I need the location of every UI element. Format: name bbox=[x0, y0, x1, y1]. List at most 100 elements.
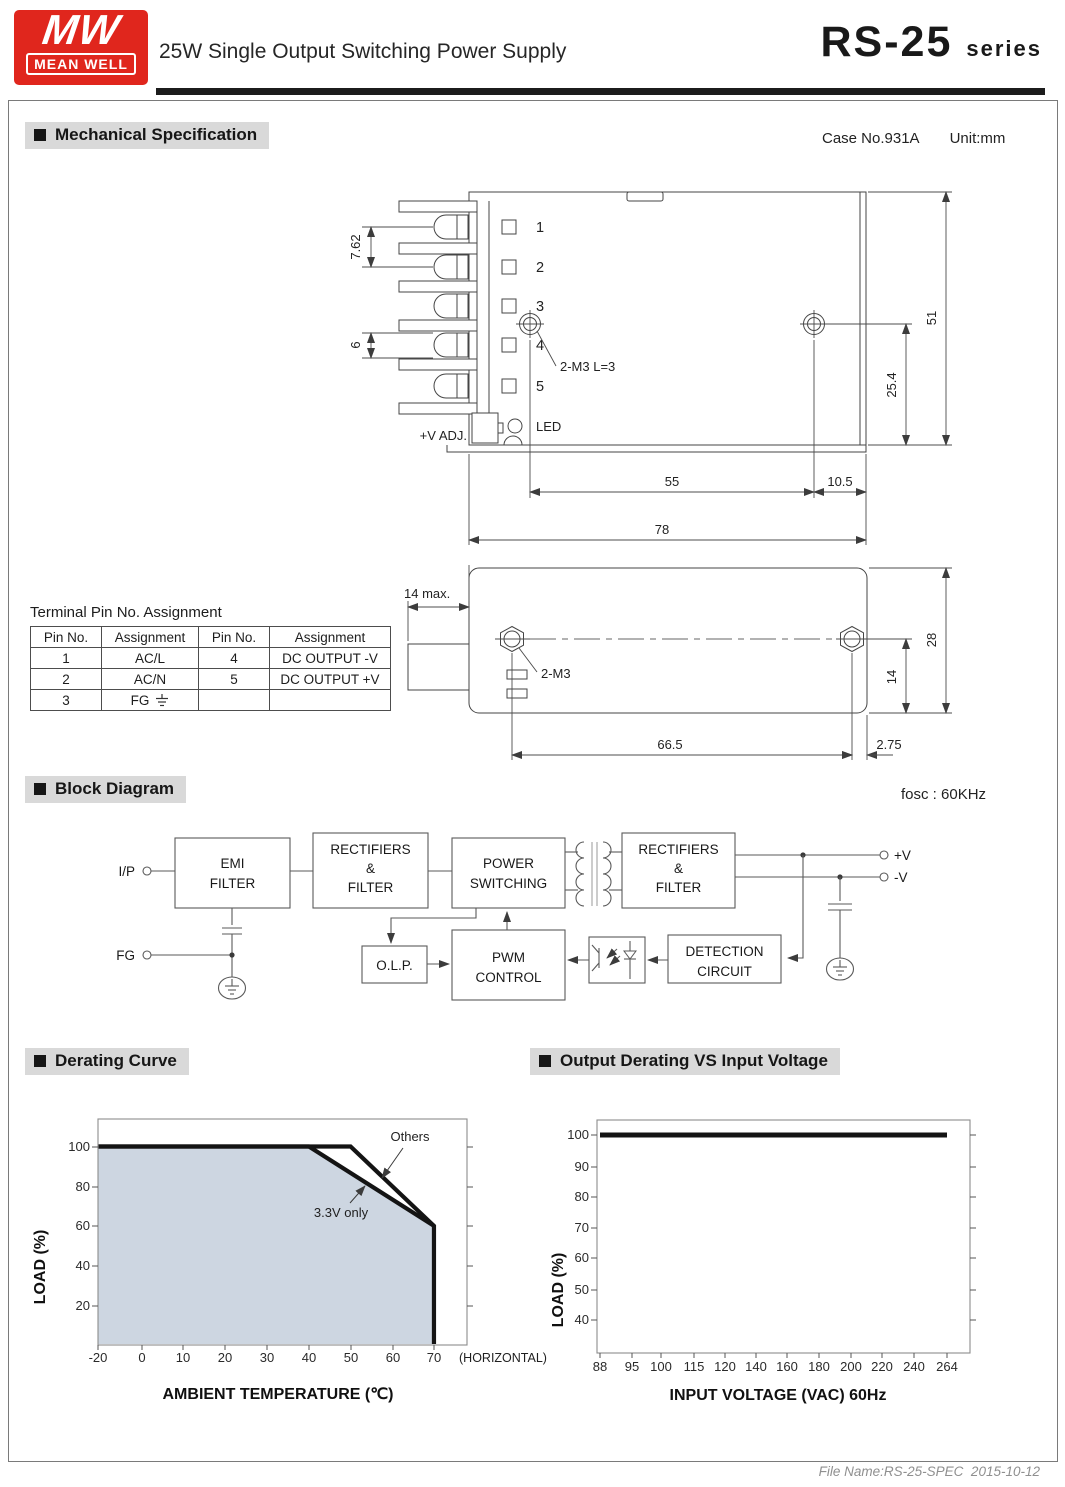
file-name-footer: File Name:RS-25-SPEC 2015-10-12 bbox=[818, 1464, 1040, 1479]
section-title: Derating Curve bbox=[55, 1051, 177, 1070]
table-row: 3 FG bbox=[30, 689, 391, 711]
derating-chart-lines bbox=[98, 1144, 437, 1344]
top-view-drawing: 1 2 3 4 5 2-M3 L=3 +V ADJ. LED bbox=[348, 191, 952, 545]
x-tick-label: 95 bbox=[625, 1359, 639, 1374]
side-view-drawing: 2-M3 14 max. 28 14 66.5 2.75 bbox=[404, 565, 952, 760]
dim-pin-pitch: 7.62 bbox=[348, 234, 363, 259]
section-mechanical-specification: Mechanical Specification bbox=[25, 122, 270, 149]
terminal-assignment: Terminal Pin No. Assignment Pin No. Assi… bbox=[30, 604, 391, 711]
cell: DC OUTPUT +V bbox=[269, 668, 391, 690]
section-derating-curve: Derating Curve bbox=[25, 1048, 189, 1075]
x-tick-label: -20 bbox=[89, 1350, 108, 1365]
x-tick-label: 50 bbox=[344, 1350, 358, 1365]
derating-shaded-area bbox=[98, 1146, 434, 1344]
x-tick-label: 220 bbox=[871, 1359, 893, 1374]
section-block-diagram: Block Diagram bbox=[25, 776, 187, 803]
cell: AC/N bbox=[101, 668, 199, 690]
cell: 1 bbox=[30, 647, 102, 669]
dim-terminal-depth: 14 max. bbox=[404, 586, 450, 601]
pin-label-3: 3 bbox=[536, 299, 544, 315]
col-header: Assignment bbox=[269, 626, 391, 648]
x-tick-label: 30 bbox=[260, 1350, 274, 1365]
terminal-table: Pin No. Assignment Pin No. Assignment 1 … bbox=[30, 626, 391, 711]
x-tick-label: 100 bbox=[650, 1359, 672, 1374]
section-title: Block Diagram bbox=[55, 779, 175, 798]
cell bbox=[198, 689, 270, 711]
input-terminal bbox=[142, 866, 152, 876]
col-header: Assignment bbox=[101, 626, 199, 648]
x-tick-label: 40 bbox=[302, 1350, 316, 1365]
x-tick-label: 60 bbox=[386, 1350, 400, 1365]
y-tick-label: 80 bbox=[575, 1189, 589, 1204]
cell: 5 bbox=[198, 668, 270, 690]
rect1-line3: FILTER bbox=[348, 880, 394, 895]
x-tick-label: 10 bbox=[176, 1350, 190, 1365]
screw-spec-side-label: 2-M3 bbox=[541, 666, 571, 681]
pin-label-5: 5 bbox=[536, 379, 544, 395]
cell: 2 bbox=[30, 668, 102, 690]
section-bullet-icon bbox=[34, 1055, 46, 1067]
fg-terminal bbox=[142, 950, 152, 960]
v33-curve bbox=[98, 1144, 436, 1228]
dim-case-height: 51 bbox=[924, 311, 939, 325]
ground-icon bbox=[156, 693, 169, 706]
rectifier2-block bbox=[621, 832, 736, 909]
mean-well-logo: MW MEAN WELL bbox=[14, 6, 148, 85]
rect2-line2: & bbox=[674, 861, 683, 876]
y-tick-label: 80 bbox=[76, 1179, 90, 1194]
cell: DC OUTPUT -V bbox=[269, 647, 391, 669]
x-tick-label: 200 bbox=[840, 1359, 862, 1374]
vplus-terminal bbox=[879, 850, 889, 860]
y-tick-label: 90 bbox=[575, 1159, 589, 1174]
cell: AC/L bbox=[101, 647, 199, 669]
olp-block bbox=[361, 945, 428, 984]
vplus-label: +V bbox=[894, 848, 911, 863]
dim-hole-offset: 25.4 bbox=[884, 372, 899, 397]
dim-hole-span: 55 bbox=[665, 474, 679, 489]
col-header: Pin No. bbox=[198, 626, 270, 648]
derating-xlabel: AMBIENT TEMPERATURE (℃) bbox=[163, 1386, 394, 1403]
power-line2: SWITCHING bbox=[470, 876, 547, 891]
screw-spec-label: 2-M3 L=3 bbox=[560, 359, 615, 374]
table-title: Terminal Pin No. Assignment bbox=[30, 604, 222, 621]
section-bullet-icon bbox=[539, 1055, 551, 1067]
x-tick-label: 160 bbox=[776, 1359, 798, 1374]
dim-edge-offset: 10.5 bbox=[827, 474, 852, 489]
rect2-line3: FILTER bbox=[656, 880, 702, 895]
cell bbox=[269, 689, 391, 711]
annotation-others: Others bbox=[390, 1129, 430, 1144]
dim-case-width: 78 bbox=[655, 522, 669, 537]
table-row: 1 AC/L 4 DC OUTPUT -V bbox=[30, 647, 391, 669]
emi-filter-block bbox=[174, 837, 291, 909]
cell: 3 bbox=[30, 689, 102, 711]
section-bullet-icon bbox=[34, 129, 46, 141]
pin-label-4: 4 bbox=[536, 338, 544, 354]
power-switching-block bbox=[451, 837, 566, 909]
input-label: I/P bbox=[118, 864, 135, 879]
section-title: Mechanical Specification bbox=[55, 125, 258, 144]
x-tick-label: 0 bbox=[138, 1350, 145, 1365]
pwm-line2: CONTROL bbox=[475, 970, 541, 985]
table-row: 2 AC/N 5 DC OUTPUT +V bbox=[30, 668, 391, 690]
output-capacitor-ground bbox=[825, 877, 855, 981]
detection-line1: DETECTION bbox=[685, 944, 763, 959]
y-tick-label: 70 bbox=[575, 1220, 589, 1235]
cell: 4 bbox=[198, 647, 270, 669]
led-indicator bbox=[507, 418, 523, 434]
optocoupler-icon bbox=[591, 941, 637, 979]
y-tick-label: 60 bbox=[575, 1250, 589, 1265]
x-tick-label: 115 bbox=[684, 1359, 705, 1374]
pin-label-2: 2 bbox=[536, 260, 544, 276]
output-xlabel: INPUT VOLTAGE (VAC) 60Hz bbox=[670, 1387, 887, 1404]
dim-pin-pitch2: 6 bbox=[348, 341, 363, 348]
y-tick-label: 60 bbox=[76, 1218, 90, 1233]
vminus-label: -V bbox=[894, 870, 908, 885]
olp-label: O.L.P. bbox=[376, 958, 413, 973]
dim-edge-offset-side: 2.75 bbox=[876, 737, 901, 752]
series-suffix: series bbox=[966, 36, 1042, 61]
led-label: LED bbox=[536, 419, 561, 434]
derating-plot-border bbox=[97, 1118, 468, 1346]
